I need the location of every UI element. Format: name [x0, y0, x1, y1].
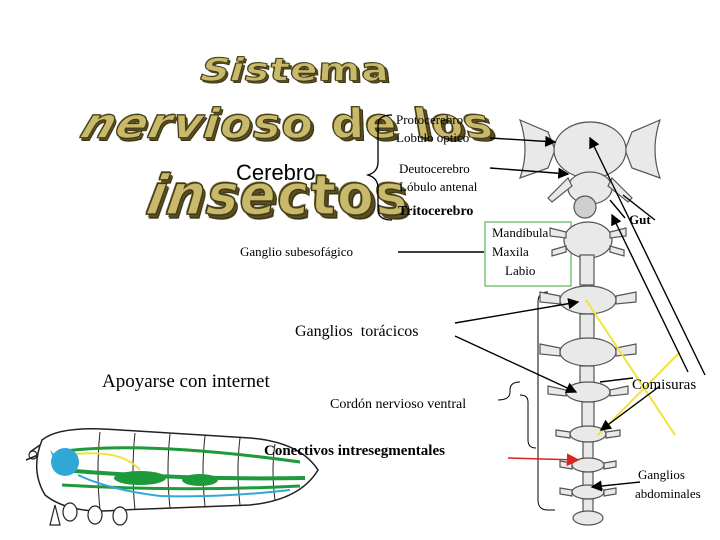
cerebro-bracket	[365, 114, 393, 221]
larva-illustration	[25, 428, 319, 526]
protocerebro-label: Protocerebro	[396, 112, 464, 127]
conectivos-label: Conectivos intresegmentales	[264, 443, 445, 459]
gut-label: Gut	[629, 212, 651, 227]
comisuras-label: Comisuras	[632, 377, 697, 393]
ganglio-subesofagico-label: Ganglio subesofágico	[240, 244, 354, 259]
lobulo-antenal-label: Lóbulo antenal	[399, 179, 478, 194]
comisuras-bracket	[519, 394, 537, 449]
lobulo-optico-label: Lobulo optico	[396, 130, 470, 145]
apoyarse-label: Apoyarse con internet	[102, 371, 270, 392]
tritocerebro-label: Tritocerebro	[398, 204, 474, 219]
deutocerebro-label: Deutocerebro	[399, 161, 470, 176]
cordon-bracket	[537, 291, 555, 511]
commissure-line-1	[585, 299, 676, 436]
mandibula-label: Mandíbula	[492, 225, 549, 240]
maxila-label: Maxila	[492, 244, 529, 259]
labio-label: Labio	[505, 263, 536, 278]
cerebro-label: Cerebro	[236, 160, 316, 185]
mouthparts-box	[484, 221, 572, 287]
ventral-bracket	[497, 381, 521, 401]
conectivos-arrow	[507, 453, 580, 467]
pointer-arrows	[398, 135, 706, 492]
ganglios-abdominales-label-1: Ganglios	[638, 467, 685, 482]
ganglios-toracicos-label: Ganglios torácicos	[295, 323, 419, 340]
nerve-cord	[519, 118, 661, 526]
ganglios-abdominales-label-2: abdominales	[635, 486, 701, 501]
cordon-label: Cordón nervioso ventral	[330, 397, 467, 412]
